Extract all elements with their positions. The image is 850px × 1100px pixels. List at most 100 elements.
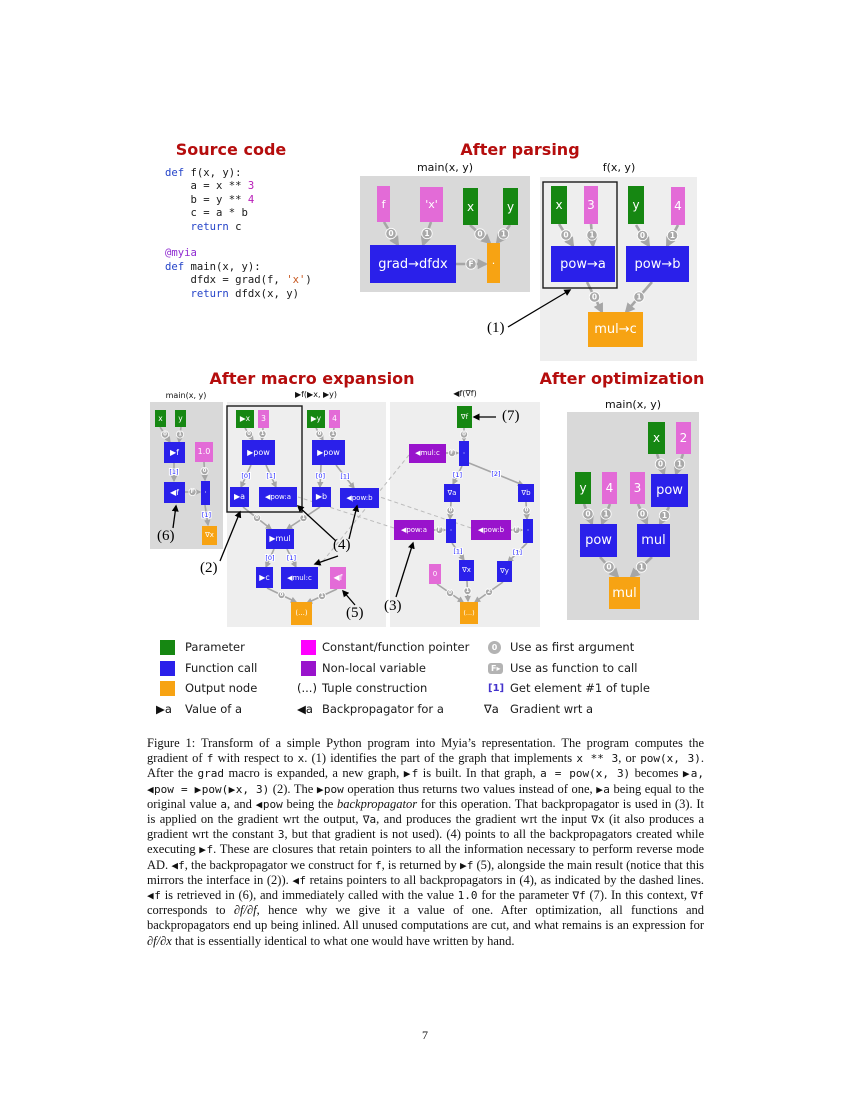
legend-glyph: ∇a	[484, 702, 499, 716]
legend-icon-glyph: ◀a	[297, 701, 313, 717]
code-token: 4	[247, 193, 255, 206]
annotation-label: (3)	[384, 598, 402, 614]
graph-node-y: y	[503, 188, 518, 225]
caption-segment: for this operation. That backpropagator …	[147, 796, 704, 827]
legend-icon-fcall: F▸	[488, 660, 504, 676]
caption-segment: grad	[197, 767, 225, 781]
annotation-label: (7)	[502, 408, 520, 424]
caption-segment: , but that gradient is not used). (4) po…	[147, 827, 705, 857]
annotation-label: (2)	[200, 560, 218, 576]
code-line: return dfdx(x, y)	[165, 288, 312, 301]
legend-icon-swatch	[160, 639, 175, 655]
graph-node-3: 3	[630, 472, 645, 504]
code-token	[165, 288, 191, 300]
code-token: main(x, y):	[184, 260, 261, 273]
graph-node-2: 2	[676, 422, 691, 454]
graph-node-mul: mul	[637, 524, 670, 557]
graph-title: f(x, y)	[602, 161, 636, 174]
graph-node-: ·	[446, 519, 456, 543]
code-token: dfdx(x, y)	[228, 287, 299, 300]
graph-node-x: 'x'	[420, 187, 443, 222]
code-line: dfdx = grad(f, 'x')	[165, 274, 312, 287]
annotation-label: (6)	[157, 528, 175, 544]
caption-segment: a	[220, 797, 228, 811]
legend-label: Function call	[185, 661, 258, 675]
caption-segment: ∇a	[362, 813, 377, 827]
graph-node-3: 3	[584, 186, 598, 224]
annotation-label: (4)	[333, 537, 351, 553]
graph-node-mulc: ◀mul:c	[281, 567, 318, 589]
legend-icon-glyph: ∇a	[484, 701, 499, 717]
graph-node-f: ◀f	[330, 567, 346, 589]
graph-node-f: ◀f	[164, 482, 185, 503]
legend-label: Constant/function pointer	[322, 640, 470, 654]
heading-after-parsing: After parsing	[460, 140, 580, 159]
legend-glyph: ◀a	[297, 702, 313, 716]
caption-segment: , the backpropagator we construct for	[184, 857, 375, 872]
caption-segment: (7). In this context,	[585, 888, 691, 903]
caption-segment: is built. In that graph,	[418, 766, 541, 781]
graph-node-x: x	[155, 410, 166, 427]
get-element-icon: [1]	[488, 682, 505, 694]
legend-label: Backpropagator for a	[322, 702, 444, 716]
legend-swatch	[301, 660, 316, 676]
graph-node-4: 4	[671, 187, 685, 225]
code-token: a = x **	[165, 180, 248, 193]
code-line: @myia	[165, 247, 312, 260]
graph-node-graddfdx: grad→dfdx	[370, 245, 456, 283]
legend-label: Gradient wrt a	[510, 702, 594, 716]
graph-node-10: 1.0	[195, 442, 213, 462]
graph-node-x: x	[463, 188, 478, 225]
code-line: b = y ** 4	[165, 194, 312, 207]
graph-node-3: 3	[258, 410, 269, 428]
caption-segment: f	[374, 858, 382, 872]
annotation-label: (1)	[487, 320, 505, 336]
caption-segment: 3	[277, 828, 285, 842]
code-token: 'x'	[286, 274, 306, 287]
graph-title: main(x, y)	[165, 391, 207, 400]
caption-segment: , and produces the gradient wrt the inpu…	[376, 812, 592, 827]
legend-swatch	[160, 639, 175, 655]
graph-node-powb: ◀pow:b	[340, 488, 379, 508]
caption-segment: ▶a, ◀pow = ▶pow(▶x, 3)	[147, 767, 705, 796]
graph-node-: ·	[487, 243, 500, 283]
code-token: c = a * b	[165, 207, 248, 220]
graph-node-mul: ▶mul	[266, 529, 294, 549]
caption-segment: ∇f	[690, 889, 704, 903]
caption-segment: ∇f	[572, 889, 586, 903]
caption-segment: , is returned by	[381, 857, 460, 872]
graph-node-powa: ◀pow:a	[394, 520, 434, 540]
caption-segment: ▶f	[199, 843, 214, 857]
code-token: f(x, y):	[184, 167, 242, 179]
graph-node-powa: pow→a	[551, 246, 615, 282]
code-token: )	[305, 274, 312, 287]
graph-node-y: ∇y	[497, 561, 512, 582]
first-argument-icon: 0	[488, 640, 501, 654]
graph-node-: (...)	[460, 602, 478, 624]
caption-segment: ▶a	[596, 782, 610, 796]
graph-node-pow: ▶pow	[312, 440, 345, 465]
legend-label: Non-local variable	[322, 661, 426, 675]
code-line: c = a * b	[165, 207, 312, 220]
caption-segment: ∂f/∂x	[147, 933, 172, 948]
code-token: b = y **	[165, 193, 248, 206]
legend-icon-circle0: 0	[488, 639, 501, 655]
caption-segment: x	[297, 752, 305, 766]
graph-node-pow: pow	[580, 524, 617, 557]
graph-node-x: ∇x	[202, 526, 217, 545]
graph-node-y: ▶y	[307, 410, 325, 428]
graph-node-mulc: mul→c	[588, 312, 643, 347]
code-line: a = x ** 3	[165, 180, 312, 193]
caption-segment: being the	[282, 796, 337, 811]
caption-segment: ▶pow	[316, 782, 344, 796]
function-call-icon: F▸	[488, 662, 504, 674]
legend-icon-swatch	[301, 660, 316, 676]
graph-node-f: ∇f	[457, 406, 472, 428]
legend-swatch	[160, 680, 175, 696]
code-line: def main(x, y):	[165, 261, 312, 274]
graph-node-b: ▶b	[312, 487, 331, 507]
caption-segment: (it also produces a gradient wrt the con…	[147, 812, 705, 842]
legend-glyph: (...)	[297, 681, 317, 695]
caption-segment: macro is expanded, a new graph,	[224, 766, 404, 781]
graph-node-mulc: ◀mul:c	[409, 444, 446, 463]
